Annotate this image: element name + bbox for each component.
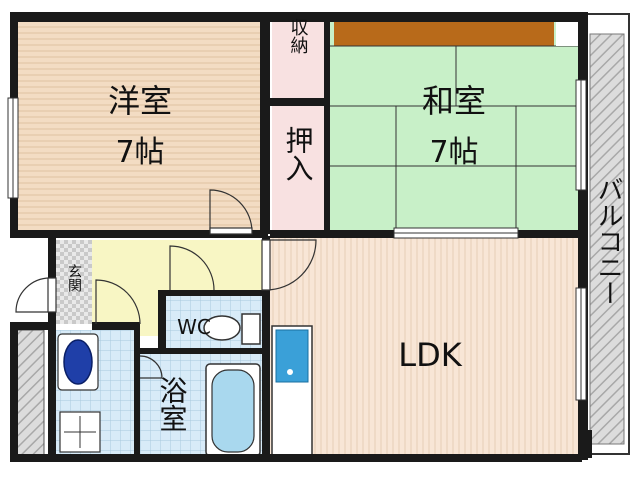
western-room-size: 7帖: [115, 135, 164, 170]
washbasin: [57, 333, 99, 391]
tatami-lines: [330, 45, 578, 230]
balcony-name: バルコニー: [593, 176, 623, 306]
entrance-name: 玄関: [66, 263, 82, 293]
doors: [15, 189, 317, 379]
western-room-floor: [18, 22, 260, 230]
toilet: [203, 313, 261, 345]
japanese-room-size: 7帖: [429, 135, 478, 170]
closet-floor: [272, 106, 324, 230]
bath-name: 浴室: [156, 376, 189, 432]
japanese-room-floor: [330, 22, 578, 230]
closet-name: 押入: [282, 126, 315, 182]
entrance-floor: [56, 240, 92, 324]
kitchen-counter: [271, 325, 313, 457]
exterior-strip: [15, 329, 45, 459]
storage-name: 収納: [288, 18, 309, 54]
balcony: [586, 13, 630, 455]
ldk-floor: [270, 236, 578, 456]
tatami-border: [334, 22, 554, 46]
ldk-name: LDK: [398, 336, 462, 374]
storage-floor: [272, 22, 324, 98]
wall-posts: [556, 22, 592, 458]
western-room-name: 洋室: [108, 82, 172, 120]
washing-machine-pan: [59, 411, 101, 453]
bathtub: [205, 363, 261, 457]
japanese-room-name: 和室: [422, 82, 486, 120]
windows: [7, 79, 587, 401]
wc-name: WC: [177, 315, 211, 339]
